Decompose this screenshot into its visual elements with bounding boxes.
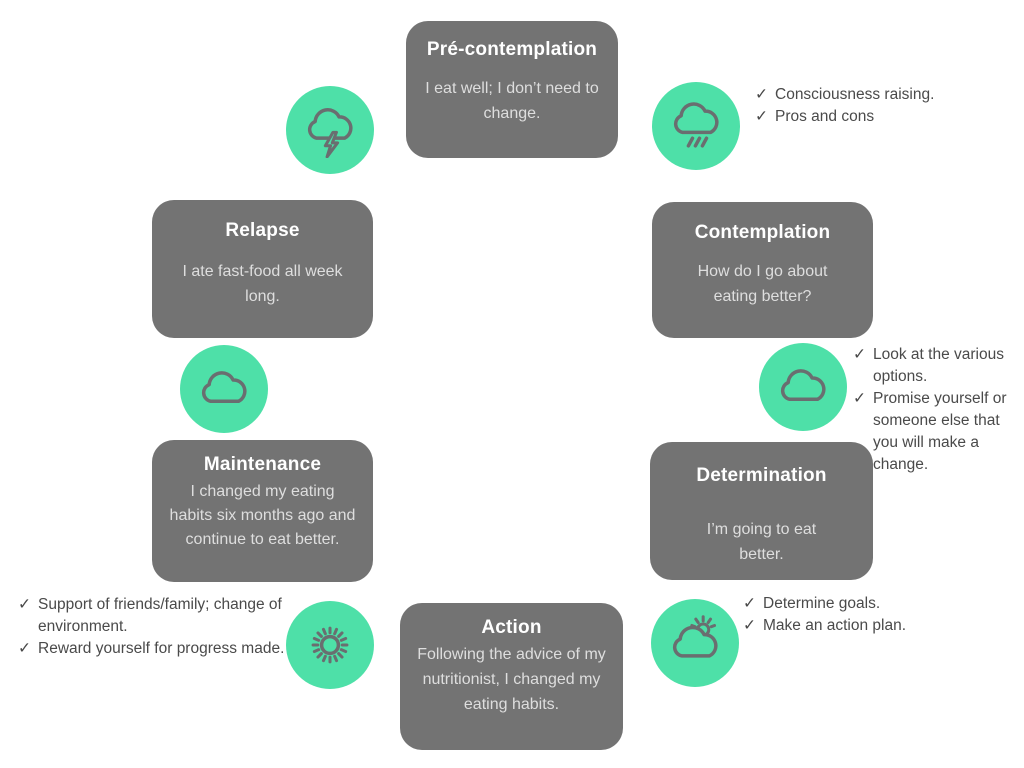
checklist-maintenance: ✓ Support of friends/family; change of e…	[18, 594, 302, 660]
stage-box-determination: Determination I’m going to eat better.	[650, 442, 873, 580]
stage-title: Determination	[696, 465, 827, 486]
check-icon: ✓	[853, 390, 866, 407]
check-icon: ✓	[18, 596, 31, 613]
checklist-item: ✓ Support of friends/family; change of e…	[18, 594, 302, 638]
stage-description: I changed my eating habits six months ag…	[169, 483, 356, 548]
stage-title: Pré-contemplation	[426, 39, 598, 60]
stage-box-contemplation: Contemplation How do I go about eating b…	[652, 202, 873, 338]
stage-box-relapse: Relapse I ate fast-food all week long.	[152, 200, 373, 338]
stage-title: Contemplation	[694, 222, 831, 243]
checklist-contemplation: ✓ Look at the various options. ✓ Promise…	[853, 344, 1024, 476]
check-icon: ✓	[743, 595, 756, 612]
checklist-item: ✓ Promise yourself or someone else that …	[853, 388, 1024, 476]
stage-box-maintenance: Maintenance I changed my eating habits s…	[152, 440, 373, 582]
stage-box-action: Action Following the advice of my nutrit…	[400, 603, 623, 750]
stage-description: Following the advice of my nutritionist,…	[417, 646, 606, 713]
stage-title: Maintenance	[203, 454, 322, 475]
check-icon: ✓	[755, 108, 768, 125]
checklist-item: ✓ Make an action plan.	[743, 615, 975, 637]
checklist-precontemplation: ✓ Consciousness raising. ✓ Pros and cons	[755, 84, 1019, 128]
checklist-item: ✓ Pros and cons	[755, 106, 1019, 128]
checklist-item-text: Consciousness raising.	[775, 86, 935, 103]
checklist-item-text: Determine goals.	[763, 595, 881, 612]
check-icon: ✓	[18, 640, 31, 657]
sun-cloud-icon	[651, 599, 739, 687]
checklist-item: ✓ Consciousness raising.	[755, 84, 1019, 106]
checklist-item: ✓ Look at the various options.	[853, 344, 1024, 388]
stage-title: Action	[481, 617, 542, 638]
checklist-item-text: Promise yourself or someone else that yo…	[873, 390, 1007, 473]
check-icon: ✓	[755, 86, 768, 103]
stage-description: I eat well; I don’t need to change.	[425, 80, 599, 122]
stage-description: I ate fast-food all week long.	[182, 263, 343, 305]
checklist-item: ✓ Reward yourself for progress made.	[18, 638, 302, 660]
checklist-item-text: Look at the various options.	[873, 346, 1004, 385]
checklist-item-text: Support of friends/family; change of env…	[38, 596, 282, 635]
check-icon: ✓	[853, 346, 866, 363]
stage-title: Relapse	[225, 220, 300, 241]
checklist-item-text: Make an action plan.	[763, 617, 907, 634]
rain-cloud-icon	[652, 82, 740, 170]
checklist-item: ✓ Determine goals.	[743, 593, 975, 615]
storm-cloud-icon	[286, 86, 374, 174]
checklist-determination: ✓ Determine goals. ✓ Make an action plan…	[743, 593, 975, 637]
sun-icon	[286, 601, 374, 689]
checklist-item-text: Reward yourself for progress made.	[38, 640, 285, 657]
stage-box-precontemplation: Pré-contemplation I eat well; I don’t ne…	[406, 21, 618, 158]
check-icon: ✓	[743, 617, 756, 634]
cloud-icon	[759, 343, 847, 431]
stage-description: I’m going to eat better.	[706, 521, 817, 563]
cloud-icon	[180, 345, 268, 433]
checklist-item-text: Pros and cons	[775, 108, 875, 125]
stage-description: How do I go about eating better?	[697, 263, 828, 305]
